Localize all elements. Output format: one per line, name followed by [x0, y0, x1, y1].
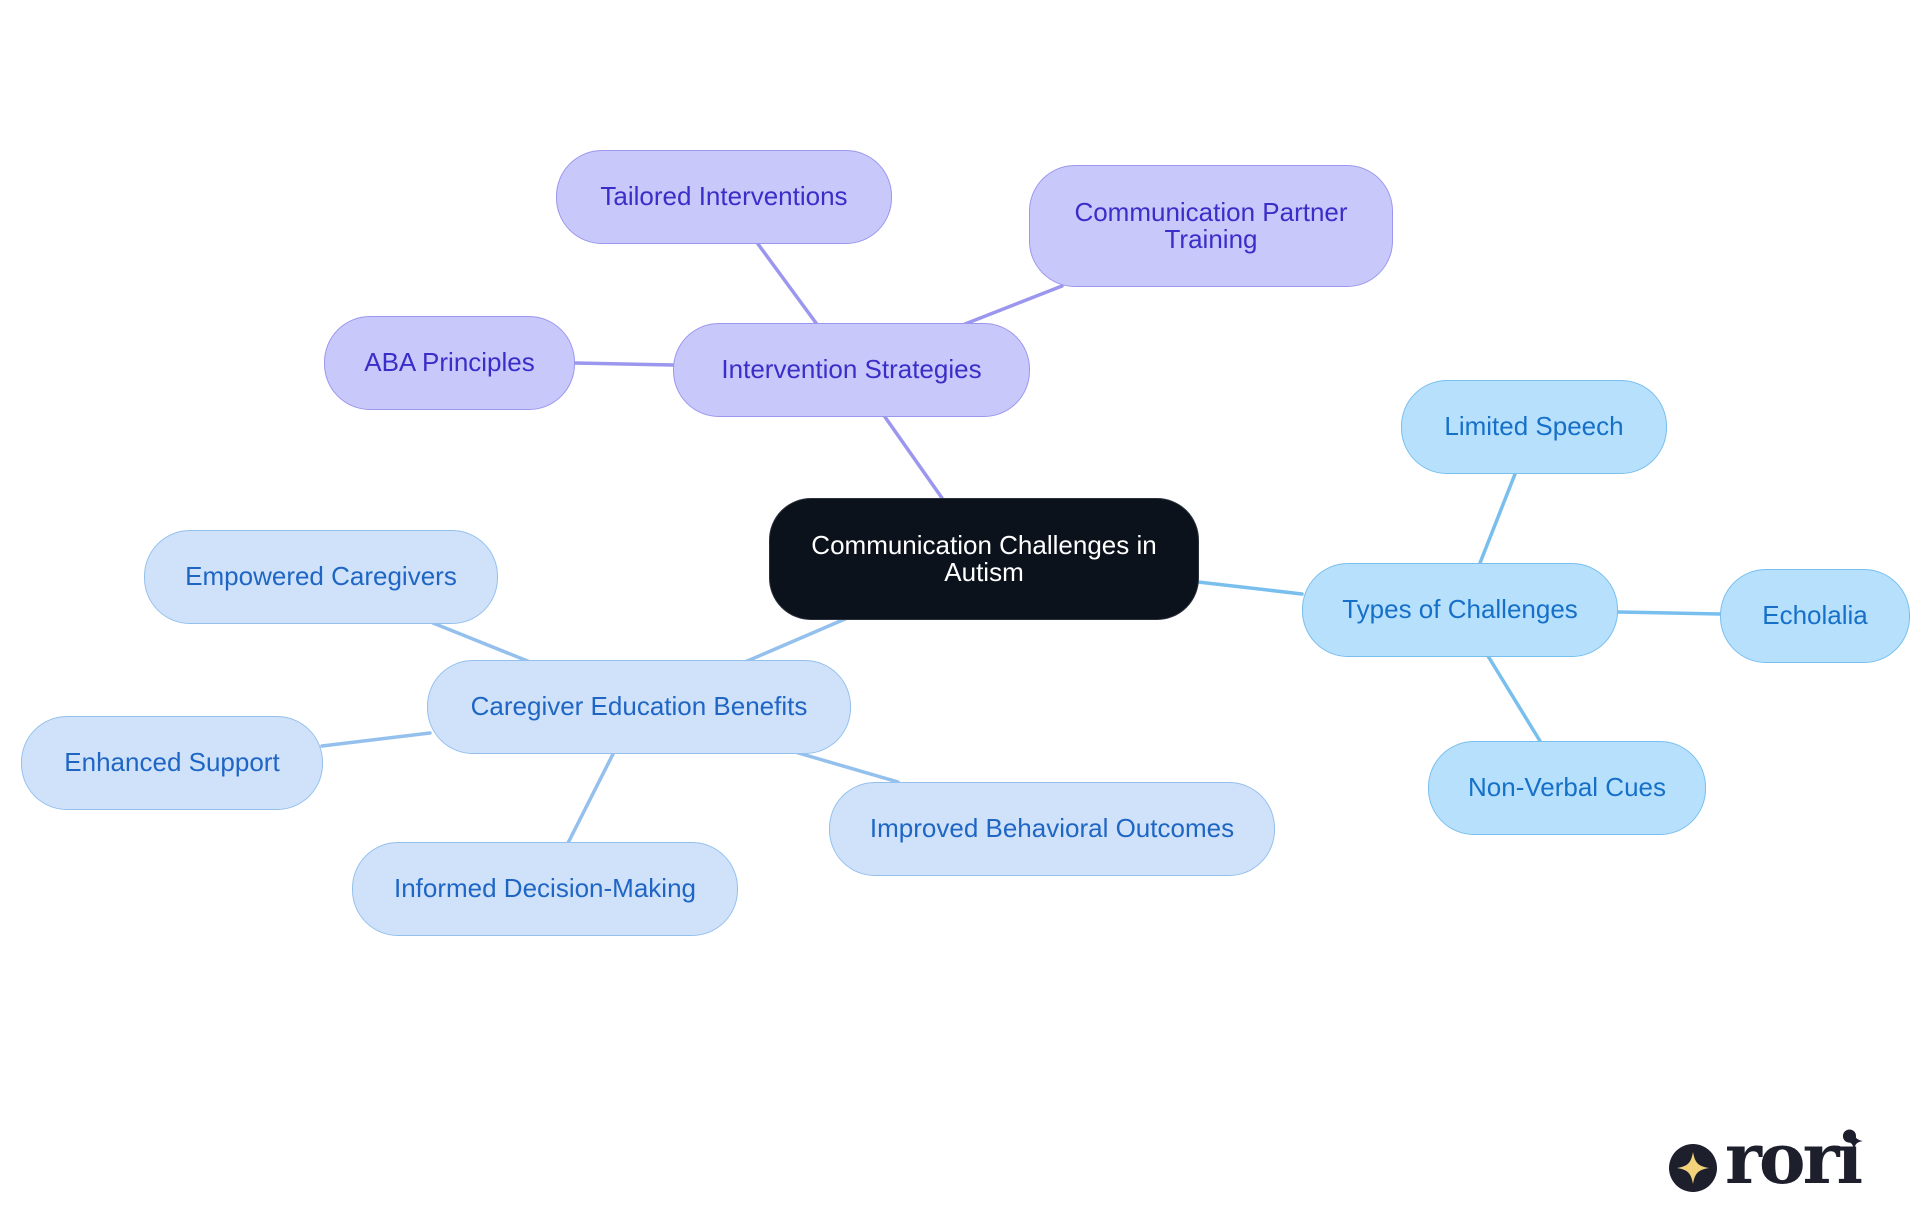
- connector-line: [1196, 580, 1304, 596]
- node-echolalia[interactable]: Echolalia: [1720, 569, 1910, 663]
- connector-line: [793, 750, 900, 784]
- node-tailored-interventions[interactable]: Tailored Interventions: [556, 150, 892, 244]
- small-star-icon: [1845, 1132, 1863, 1150]
- node-aba-principles[interactable]: ABA Principles: [324, 316, 575, 410]
- connector-line: [320, 731, 432, 748]
- rori-logo: [1669, 1132, 1863, 1192]
- connector-line: [1486, 654, 1542, 743]
- connector-line: [963, 284, 1064, 326]
- connector-line: [756, 242, 818, 325]
- node-communication-partner-training[interactable]: Communication Partner Training: [1029, 165, 1393, 287]
- node-limited-speech[interactable]: Limited Speech: [1401, 380, 1667, 474]
- node-non-verbal-cues[interactable]: Non-Verbal Cues: [1428, 741, 1706, 835]
- connector-line: [1478, 472, 1517, 565]
- connector-line: [566, 750, 616, 845]
- node-types-of-challenges[interactable]: Types of Challenges: [1302, 563, 1618, 657]
- node-caregiver-education-benefits[interactable]: Caregiver Education Benefits: [427, 660, 851, 754]
- connector-line: [573, 361, 675, 367]
- connector-line: [431, 621, 532, 664]
- sparkle-icon: [1669, 1144, 1717, 1192]
- node-empowered-caregivers[interactable]: Empowered Caregivers: [144, 530, 498, 624]
- connector-line: [743, 617, 847, 664]
- node-root[interactable]: Communication Challenges in Autism: [769, 498, 1199, 620]
- logo-wordmark: rori: [1725, 1117, 1863, 1200]
- node-informed-decision-making[interactable]: Informed Decision-Making: [352, 842, 738, 936]
- node-enhanced-support[interactable]: Enhanced Support: [21, 716, 323, 810]
- node-intervention-strategies[interactable]: Intervention Strategies: [673, 323, 1030, 417]
- connector-line: [1616, 610, 1722, 616]
- node-improved-behavioral-outcomes[interactable]: Improved Behavioral Outcomes: [829, 782, 1275, 876]
- connector-line: [883, 415, 944, 500]
